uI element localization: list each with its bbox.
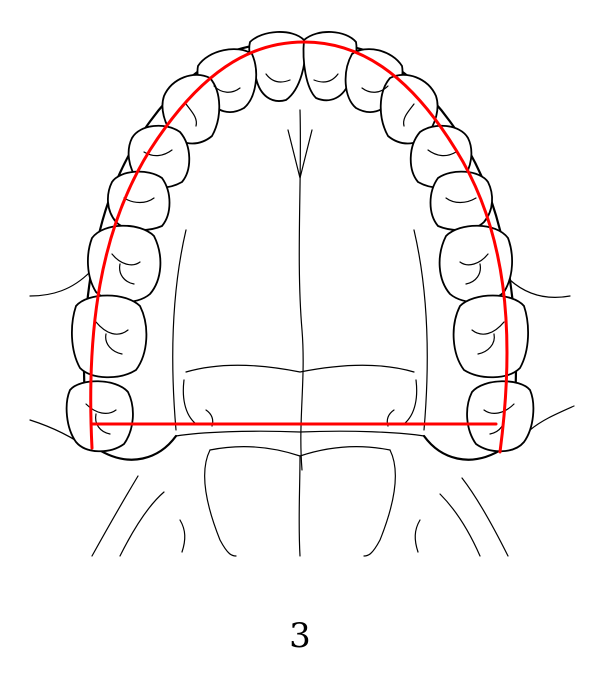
lower-skull-structures <box>179 446 421 557</box>
arch-curve <box>89 40 509 454</box>
tooth-molar-3-left <box>65 380 134 453</box>
soft-tissue-contours <box>29 271 575 557</box>
tooth-premolar-2-left <box>107 170 171 231</box>
arch-overlay <box>89 40 509 454</box>
figure-number: 3 <box>289 616 311 656</box>
tooth-molar-2-right <box>452 294 529 379</box>
tooth-molar-3-right <box>466 380 535 453</box>
tooth-molar-2-left <box>71 294 148 379</box>
teeth <box>65 31 535 453</box>
